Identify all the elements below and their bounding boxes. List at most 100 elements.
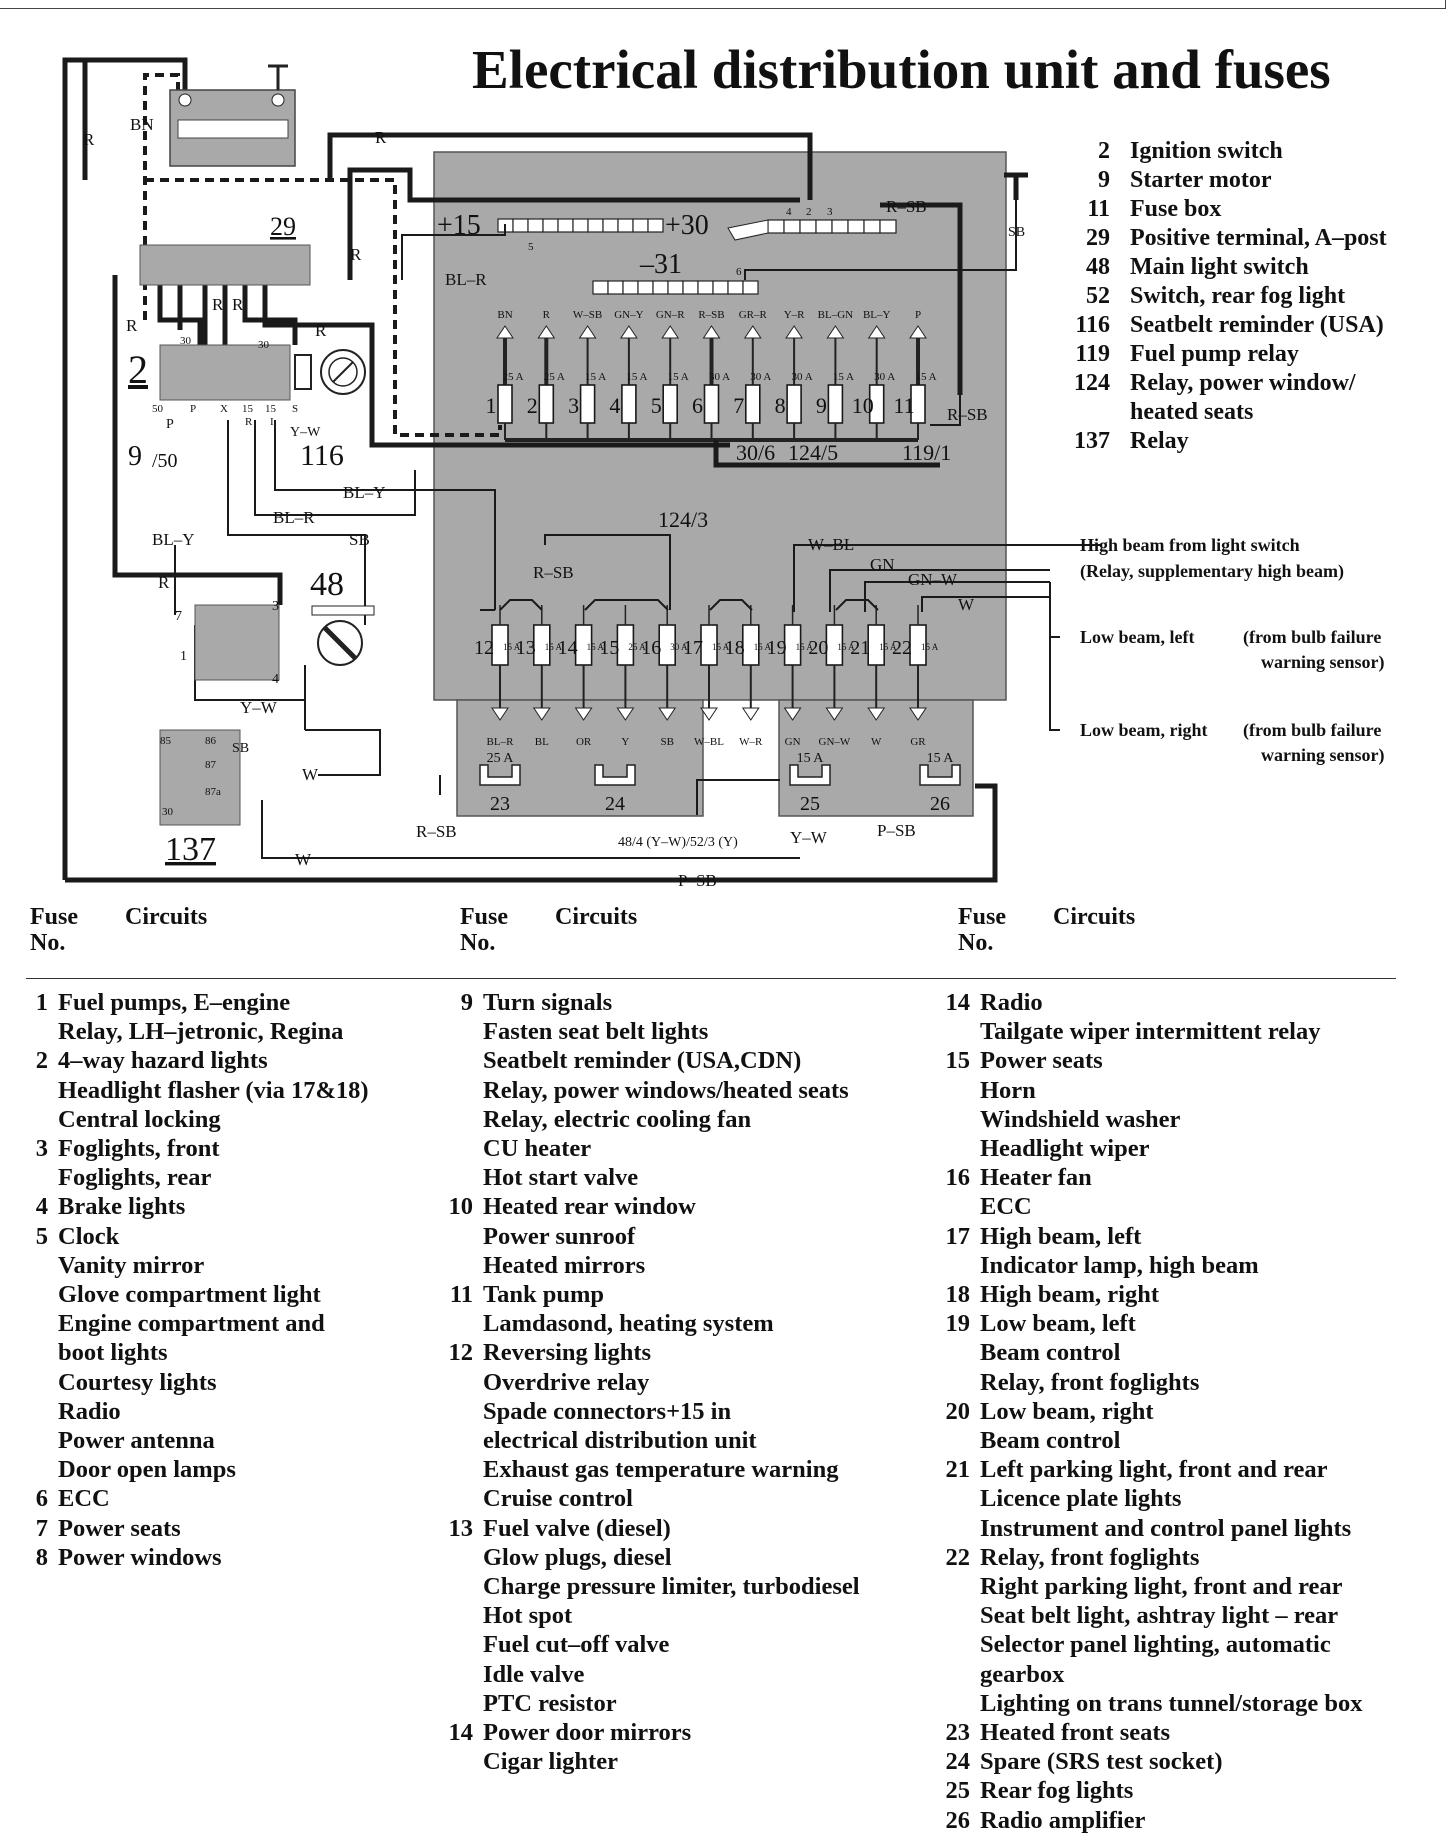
fuse-entry-number [940,1426,980,1455]
fuse-arrow [491,707,509,721]
fuse-amp: 30 A [670,642,688,652]
fuse-entry: Foglights, rear [18,1163,369,1192]
fuse-amp: 25 A [544,371,565,383]
fuse-entry-circuit: Seatbelt reminder (USA,CDN) [483,1047,802,1075]
ref-29: 29 [270,212,296,241]
ign-t15b: 15 [265,403,277,415]
wl-P-SB1: P–SB [877,821,916,840]
wl-tap: 48/4 (Y–W)/52/3 (Y) [618,835,738,850]
fuse-entry: Licence plate lights [940,1484,1363,1513]
fuse-entry-number [443,1076,483,1105]
component-label: Ignition switch [1130,138,1283,164]
fuse-entry-circuit: Right parking light, front and rear [980,1573,1343,1601]
relay-t87a: 87a [205,786,221,798]
fuse-entry: Overdrive relay [443,1368,860,1397]
fuse-entry-circuit: Relay, front foglights [980,1543,1200,1571]
fuse-entry-number [443,1222,483,1251]
fuse-entry-number [443,1455,483,1484]
fuse-number: 26 [930,793,950,815]
fuse-number: 10 [852,393,874,418]
pin-4-label: 4 [786,206,792,218]
fuse-entry-circuit: ECC [58,1485,110,1513]
fuse-entry-circuit: Power antenna [58,1427,215,1455]
bus-cell [863,219,881,234]
bus-cell [799,219,817,234]
fuse [703,384,720,424]
ref-137: 137 [165,831,216,868]
wl-BL-R: BL–R [445,270,487,289]
page-title: Electrical distribution unit and fuses [472,39,1331,100]
wl-R7: R [315,321,327,340]
wl-P-SB2: P–SB [678,871,717,890]
fuse-entry-circuit: Rear fog lights [980,1777,1134,1805]
table-rule [26,978,1396,979]
fuse-amp: 15 A [927,751,955,766]
fuse-number: 9 [816,393,827,418]
fuse-amp: 15 A [796,642,814,652]
pin-6-label: 6 [736,266,742,278]
fuse-entry-circuit: Heated front seats [980,1719,1171,1747]
fuse-socket [479,764,521,786]
fuse-wire-color: BL [535,736,549,748]
fuse-entry-number: 2 [35,1047,48,1075]
fuse-entry: Instrument and control panel lights [940,1514,1363,1543]
fuse-entry-number: 9 [460,989,473,1016]
wl-BN: BN [130,115,154,134]
fuse-amp: 15 A [921,642,939,652]
fuse-entry: Heated mirrors [443,1251,860,1280]
fuse-entry-number [443,1572,483,1601]
fuse-entry: Power sunroof [443,1222,860,1251]
fuse-entry-circuit: CU heater [483,1135,592,1163]
fuse-entry-number [18,1455,58,1484]
component-num: 11 [1087,196,1110,222]
bus-cell [742,280,759,295]
fuse-entry-number [443,1630,483,1659]
fuse-wire-color: SB [660,736,673,748]
fuse-entry: Power antenna [18,1426,369,1455]
battery [169,64,296,167]
wl-R2: R [375,128,387,147]
fuse [621,384,637,424]
bus-plus30-label: +30 [665,210,709,241]
fuse-number: 11 [893,393,914,418]
fuse-entry-circuit: Courtesy lights [58,1368,217,1396]
fuse-wire-color: GR–R [739,309,768,321]
fuse-entry-number [443,1105,483,1134]
fuse-number: 23 [490,793,510,815]
fuse-entry-circuit: Tailgate wiper intermittent relay [980,1018,1321,1046]
fuse-entry-number [940,1630,980,1659]
ign-tX: X [220,403,228,415]
head-no: No. [30,930,66,956]
fuse-entry: Hot spot [443,1601,860,1630]
fuse-entry-circuit: Headlight wiper [980,1135,1150,1163]
wl-R1: R [83,130,95,149]
fuse-entry-number [940,1338,980,1367]
fuse-entry-number [443,1309,483,1338]
fuse-entry-number: 8 [35,1543,48,1571]
fuse-entry-circuit: Power door mirrors [483,1719,692,1747]
fuse-number: 24 [605,793,625,815]
ref-116: 116 [300,439,344,472]
fuse-entry-circuit: Low beam, left [980,1310,1136,1338]
bus-cell [622,280,639,295]
relay-t87: 87 [205,759,217,771]
fuse-wire-color: GR [910,736,926,748]
fuse-entry-number: 7 [35,1514,48,1542]
fuse-entry: Fasten seat belt lights [443,1017,860,1046]
fuse-entry-circuit: Lamdasond, heating system [483,1310,774,1338]
fuse-amp: 30 A [874,371,895,383]
fuse-entry: gearbox [940,1660,1363,1689]
fuse-entry-circuit: Relay, electric cooling fan [483,1105,752,1133]
bus-cell [542,218,559,233]
fuse-wire-color: OR [576,736,592,748]
wl-R-SB2: R–SB [947,405,988,424]
component-num: 9 [1098,167,1110,193]
